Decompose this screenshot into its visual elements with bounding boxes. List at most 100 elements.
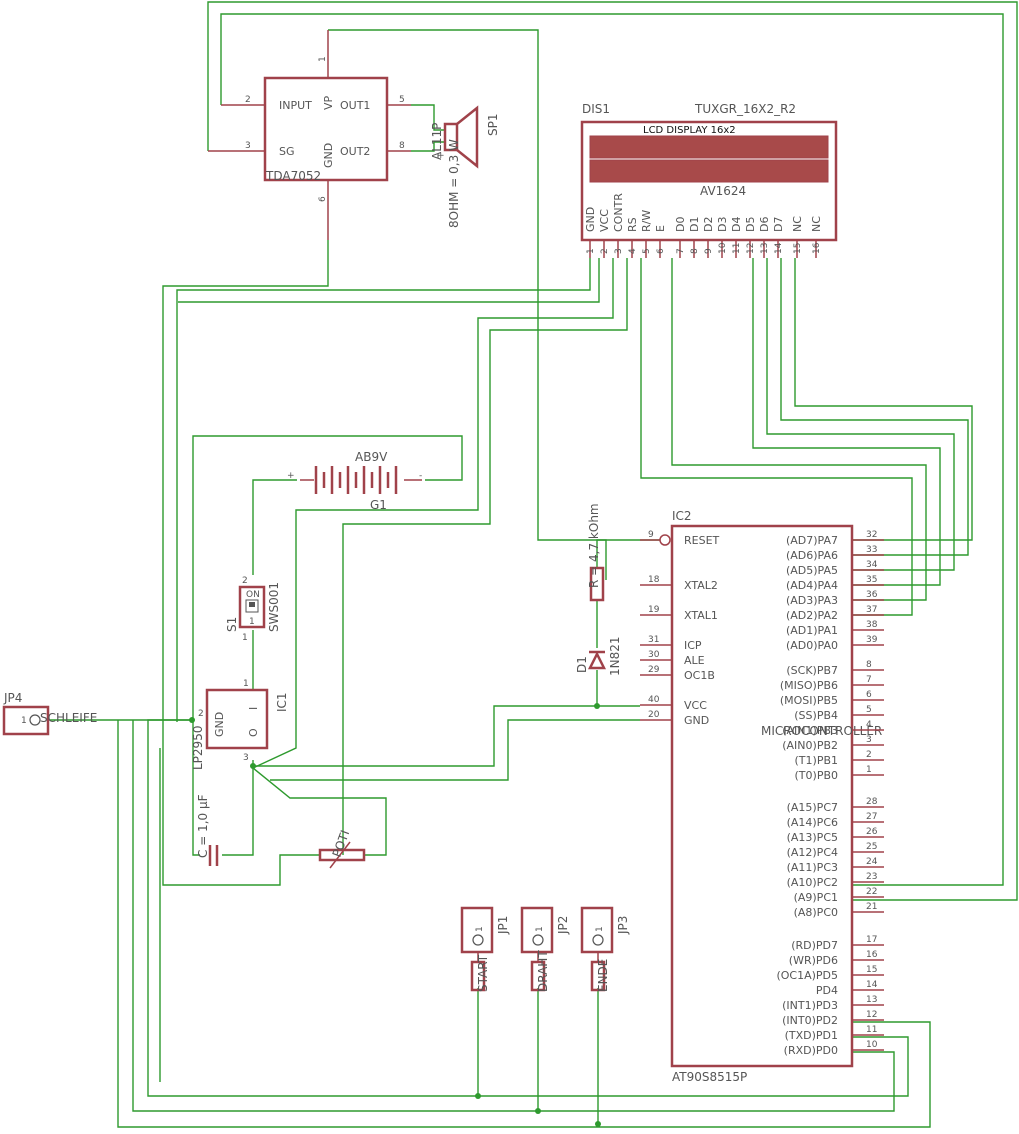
switch-pin2: 2: [242, 576, 248, 586]
mcu-pin-label: XTAL2: [684, 579, 718, 592]
lcd-row-2: [589, 159, 829, 183]
mcu-pin-label: ICP: [684, 639, 702, 652]
switch-on: ON: [246, 590, 260, 600]
net-lcd-rs: [342, 258, 628, 855]
mcu-pin-num: 39: [866, 635, 878, 645]
mcu-pin-label: (OC1A)PD5: [776, 969, 838, 982]
mcu-pin-num: 4: [866, 720, 872, 730]
net-out2: [411, 141, 445, 152]
lcd-pin-num: 4: [628, 248, 638, 254]
mcu-pin-label: RESET: [684, 534, 720, 547]
net-lcd-e: [640, 258, 913, 616]
mcu-pin-label: (SS)PB4: [794, 709, 838, 722]
mcu-overlay: MICROCONTROLLER: [761, 724, 882, 738]
mcu-pin-num: 28: [866, 797, 878, 807]
mcu-pin-num: 6: [866, 690, 872, 700]
net-reg-out: [222, 760, 254, 856]
regulator-ref: IC1: [275, 692, 289, 712]
tda-name: TDA7052: [265, 169, 321, 183]
jp4-connector: JP4 1 SCHLEIFE: [2, 691, 97, 736]
mcu-pin-label: OC1B: [684, 669, 715, 682]
jp4-label: SCHLEIFE: [40, 711, 97, 725]
poti-wiper: [329, 841, 351, 869]
speaker-name: SP1: [486, 114, 500, 137]
mcu-pin-num: 18: [648, 575, 660, 585]
mcu-pin-label: (A11)PC3: [787, 861, 838, 874]
battery-g1: AB9V G1 + -: [287, 450, 422, 512]
junction-dot: [535, 1108, 541, 1114]
lcd-model: TUXGR_16X2_R2: [694, 102, 796, 116]
lcd-pins: GND1VCC2CONTR3RS4R/W5E6D07D18D29D310D411…: [584, 193, 823, 258]
net-vcc40: [253, 705, 640, 767]
mcu-pin-label: (AD6)PA6: [786, 549, 838, 562]
mcu-pin-label: (RD)PD7: [791, 939, 838, 952]
mcu-pin-label: (AD2)PA2: [786, 609, 838, 622]
mcu-pin-label: (AIN0)PB2: [782, 739, 838, 752]
mcu-pin-num: 36: [866, 590, 878, 600]
lcd-pin-num: 15: [793, 243, 803, 254]
mcu-pin-label: ALE: [684, 654, 705, 667]
tda-pin-label: VP: [322, 95, 335, 110]
jumper-label: START: [476, 954, 490, 992]
net-lcd-d6: [780, 258, 969, 556]
diode-d1: D1 1N821: [575, 636, 622, 676]
tda-pin-label: GND: [322, 143, 335, 168]
mcu-pin-num: 30: [648, 650, 660, 660]
mcu-pin-label: (A8)PC0: [794, 906, 838, 919]
mcu-pin-num: 40: [648, 695, 660, 705]
mcu-pin-num: 24: [866, 857, 878, 867]
mcu-ic2: IC2 AT90S8515P MICROCONTROLLER RESET9XTA…: [640, 509, 884, 1084]
mcu-pin-num: 5: [866, 705, 872, 715]
mcu-pin-num: 17: [866, 935, 877, 945]
mcu-pin-num: 13: [866, 995, 877, 1005]
mcu-pin-label: (AD5)PA5: [786, 564, 838, 577]
mcu-pin-label: (A13)PC5: [787, 831, 838, 844]
regulator-name: LP2950: [191, 726, 205, 770]
net-lcd-contr: [252, 258, 614, 769]
regulator-o: O: [247, 728, 260, 737]
junction-dot: [594, 703, 600, 709]
tda-pin-num: 5: [399, 95, 405, 105]
regulator-pin3: 3: [243, 753, 249, 763]
mcu-pin-num: 10: [866, 1040, 878, 1050]
jumper-label: DRAHT: [536, 950, 550, 992]
lcd-pin-num: 3: [614, 248, 624, 254]
lcd-pin-label: RS: [626, 217, 639, 232]
mcu-pin-label: (MISO)PB6: [780, 679, 838, 692]
speaker-icon: [443, 122, 459, 152]
mcu-pin-num: 22: [866, 887, 877, 897]
mcu-pin-num: 7: [866, 675, 872, 685]
mcu-pin-label: VCC: [684, 699, 707, 712]
jumper-resistor: [470, 960, 486, 992]
net-vp-vcc: [328, 29, 607, 580]
mcu-ref: IC2: [672, 509, 692, 523]
speaker-plus: +: [437, 151, 445, 161]
jp4-pin-icon: [29, 714, 41, 726]
net-lcd-vcc: [178, 258, 600, 303]
lcd-pin-num: 13: [760, 243, 770, 254]
jumper-pin: 1: [475, 926, 485, 932]
switch-ref: S1: [225, 617, 239, 632]
net-battery-neg: [192, 435, 463, 856]
lcd-pin-label: D0: [674, 217, 687, 232]
mcu-pin-num: 29: [648, 665, 660, 675]
battery-icon: [314, 466, 398, 494]
lcd-pin-num: 11: [732, 243, 742, 254]
lcd-pin-label: D2: [702, 217, 715, 232]
net-lcd-d5: [766, 258, 955, 571]
lcd-display: DIS1 TUXGR_16X2_R2 LCD DISPLAY 16x2 AV16…: [580, 102, 838, 258]
mcu-pin-label: PD4: [816, 984, 838, 997]
lcd-pin-label: CONTR: [612, 193, 625, 232]
mcu-pin-num: 32: [866, 530, 877, 540]
switch-name: SWS001: [267, 582, 281, 632]
lcd-pin-num: 1: [586, 248, 596, 254]
mcu-pin-num: 26: [866, 827, 878, 837]
lcd-pin-label: D7: [772, 217, 785, 232]
mcu-body: [670, 524, 854, 1068]
diode-name: 1N821: [608, 636, 622, 676]
mcu-pin-num: 25: [866, 842, 877, 852]
resistor-label: R = 4,7 kOhm: [587, 503, 601, 588]
